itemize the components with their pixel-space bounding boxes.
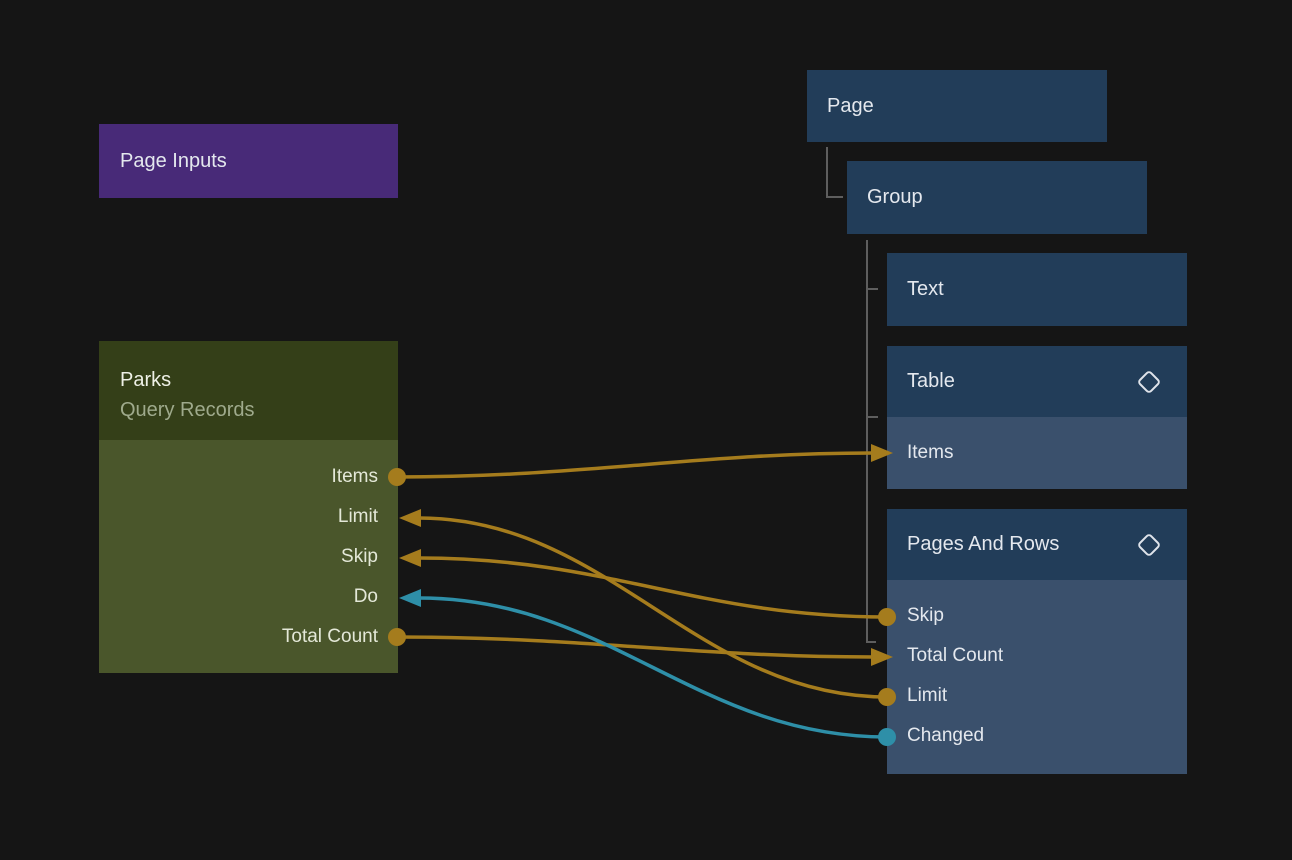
wire-pages-skip-to-parks-skip[interactable]: [418, 556, 888, 619]
tree-node-table-header[interactable]: Table: [887, 346, 1187, 417]
node-page-inputs[interactable]: Page Inputs: [99, 124, 398, 198]
table-row-items[interactable]: Items: [887, 417, 1187, 489]
row-changed[interactable]: Changed: [887, 716, 1187, 756]
arrowhead-parks-limit: [399, 509, 421, 527]
tree-node-text-label: Text: [907, 278, 944, 300]
wire-pages-limit-to-parks-limit[interactable]: [418, 516, 888, 699]
port-row-items[interactable]: Items: [99, 457, 398, 497]
port-row-total-count[interactable]: Total Count: [99, 617, 398, 657]
tree-node-pages-and-rows-label: Pages And Rows: [907, 533, 1060, 555]
row-total-count[interactable]: Total Count: [887, 636, 1187, 676]
parks-subtitle: Query Records: [120, 399, 255, 421]
row-changed-label: Changed: [907, 725, 985, 746]
tree-node-pages-and-rows: Pages And Rows Skip Total Count Limit Ch…: [887, 509, 1187, 774]
wire-pages-changed-to-parks-do[interactable]: [418, 596, 888, 739]
row-limit-label: Limit: [907, 685, 948, 706]
port-label-limit: Limit: [337, 506, 378, 527]
pages-and-rows-port-list: Skip Total Count Limit Changed: [887, 580, 1187, 774]
tree-node-group-label: Group: [867, 186, 923, 208]
tree-node-table-label: Table: [907, 370, 955, 392]
parks-port-list: Items Limit Skip Do Total Count: [99, 440, 398, 673]
row-skip[interactable]: Skip: [887, 596, 1187, 636]
parks-header[interactable]: Parks Query Records: [99, 341, 398, 440]
row-limit[interactable]: Limit: [887, 676, 1187, 716]
tree-connector-group-trunk: [866, 240, 876, 643]
tree-node-text[interactable]: Text: [887, 253, 1187, 326]
port-row-skip[interactable]: Skip: [99, 537, 398, 577]
parks-title: Parks: [120, 369, 172, 391]
tree-node-page[interactable]: Page: [807, 70, 1107, 142]
wire-parks-items-to-table-items[interactable]: [396, 451, 874, 479]
tree-node-page-label: Page: [827, 94, 874, 117]
arrowhead-parks-do: [399, 589, 421, 607]
row-total-count-label: Total Count: [907, 645, 1004, 666]
port-label-skip: Skip: [341, 546, 378, 567]
port-label-total-count: Total Count: [281, 626, 378, 647]
page-inputs-label: Page Inputs: [120, 149, 227, 172]
row-skip-label: Skip: [907, 605, 944, 626]
diamond-icon: [1138, 370, 1160, 393]
port-label-items: Items: [331, 466, 378, 487]
tree-node-table: Table Items: [887, 346, 1187, 489]
port-row-limit[interactable]: Limit: [99, 497, 398, 537]
arrowhead-parks-skip: [399, 549, 421, 567]
diamond-icon: [1138, 533, 1160, 556]
tree-connector-page-group: [826, 147, 843, 198]
tree-node-group[interactable]: Group: [847, 161, 1147, 234]
table-row-items-label: Items: [907, 442, 954, 463]
tree-node-pages-and-rows-header[interactable]: Pages And Rows: [887, 509, 1187, 580]
wire-parks-total-count-to-pages-total-count[interactable]: [396, 635, 874, 659]
port-label-do: Do: [353, 586, 378, 607]
port-row-do[interactable]: Do: [99, 577, 398, 617]
node-parks[interactable]: Parks Query Records Items Limit Skip Do …: [99, 341, 398, 673]
